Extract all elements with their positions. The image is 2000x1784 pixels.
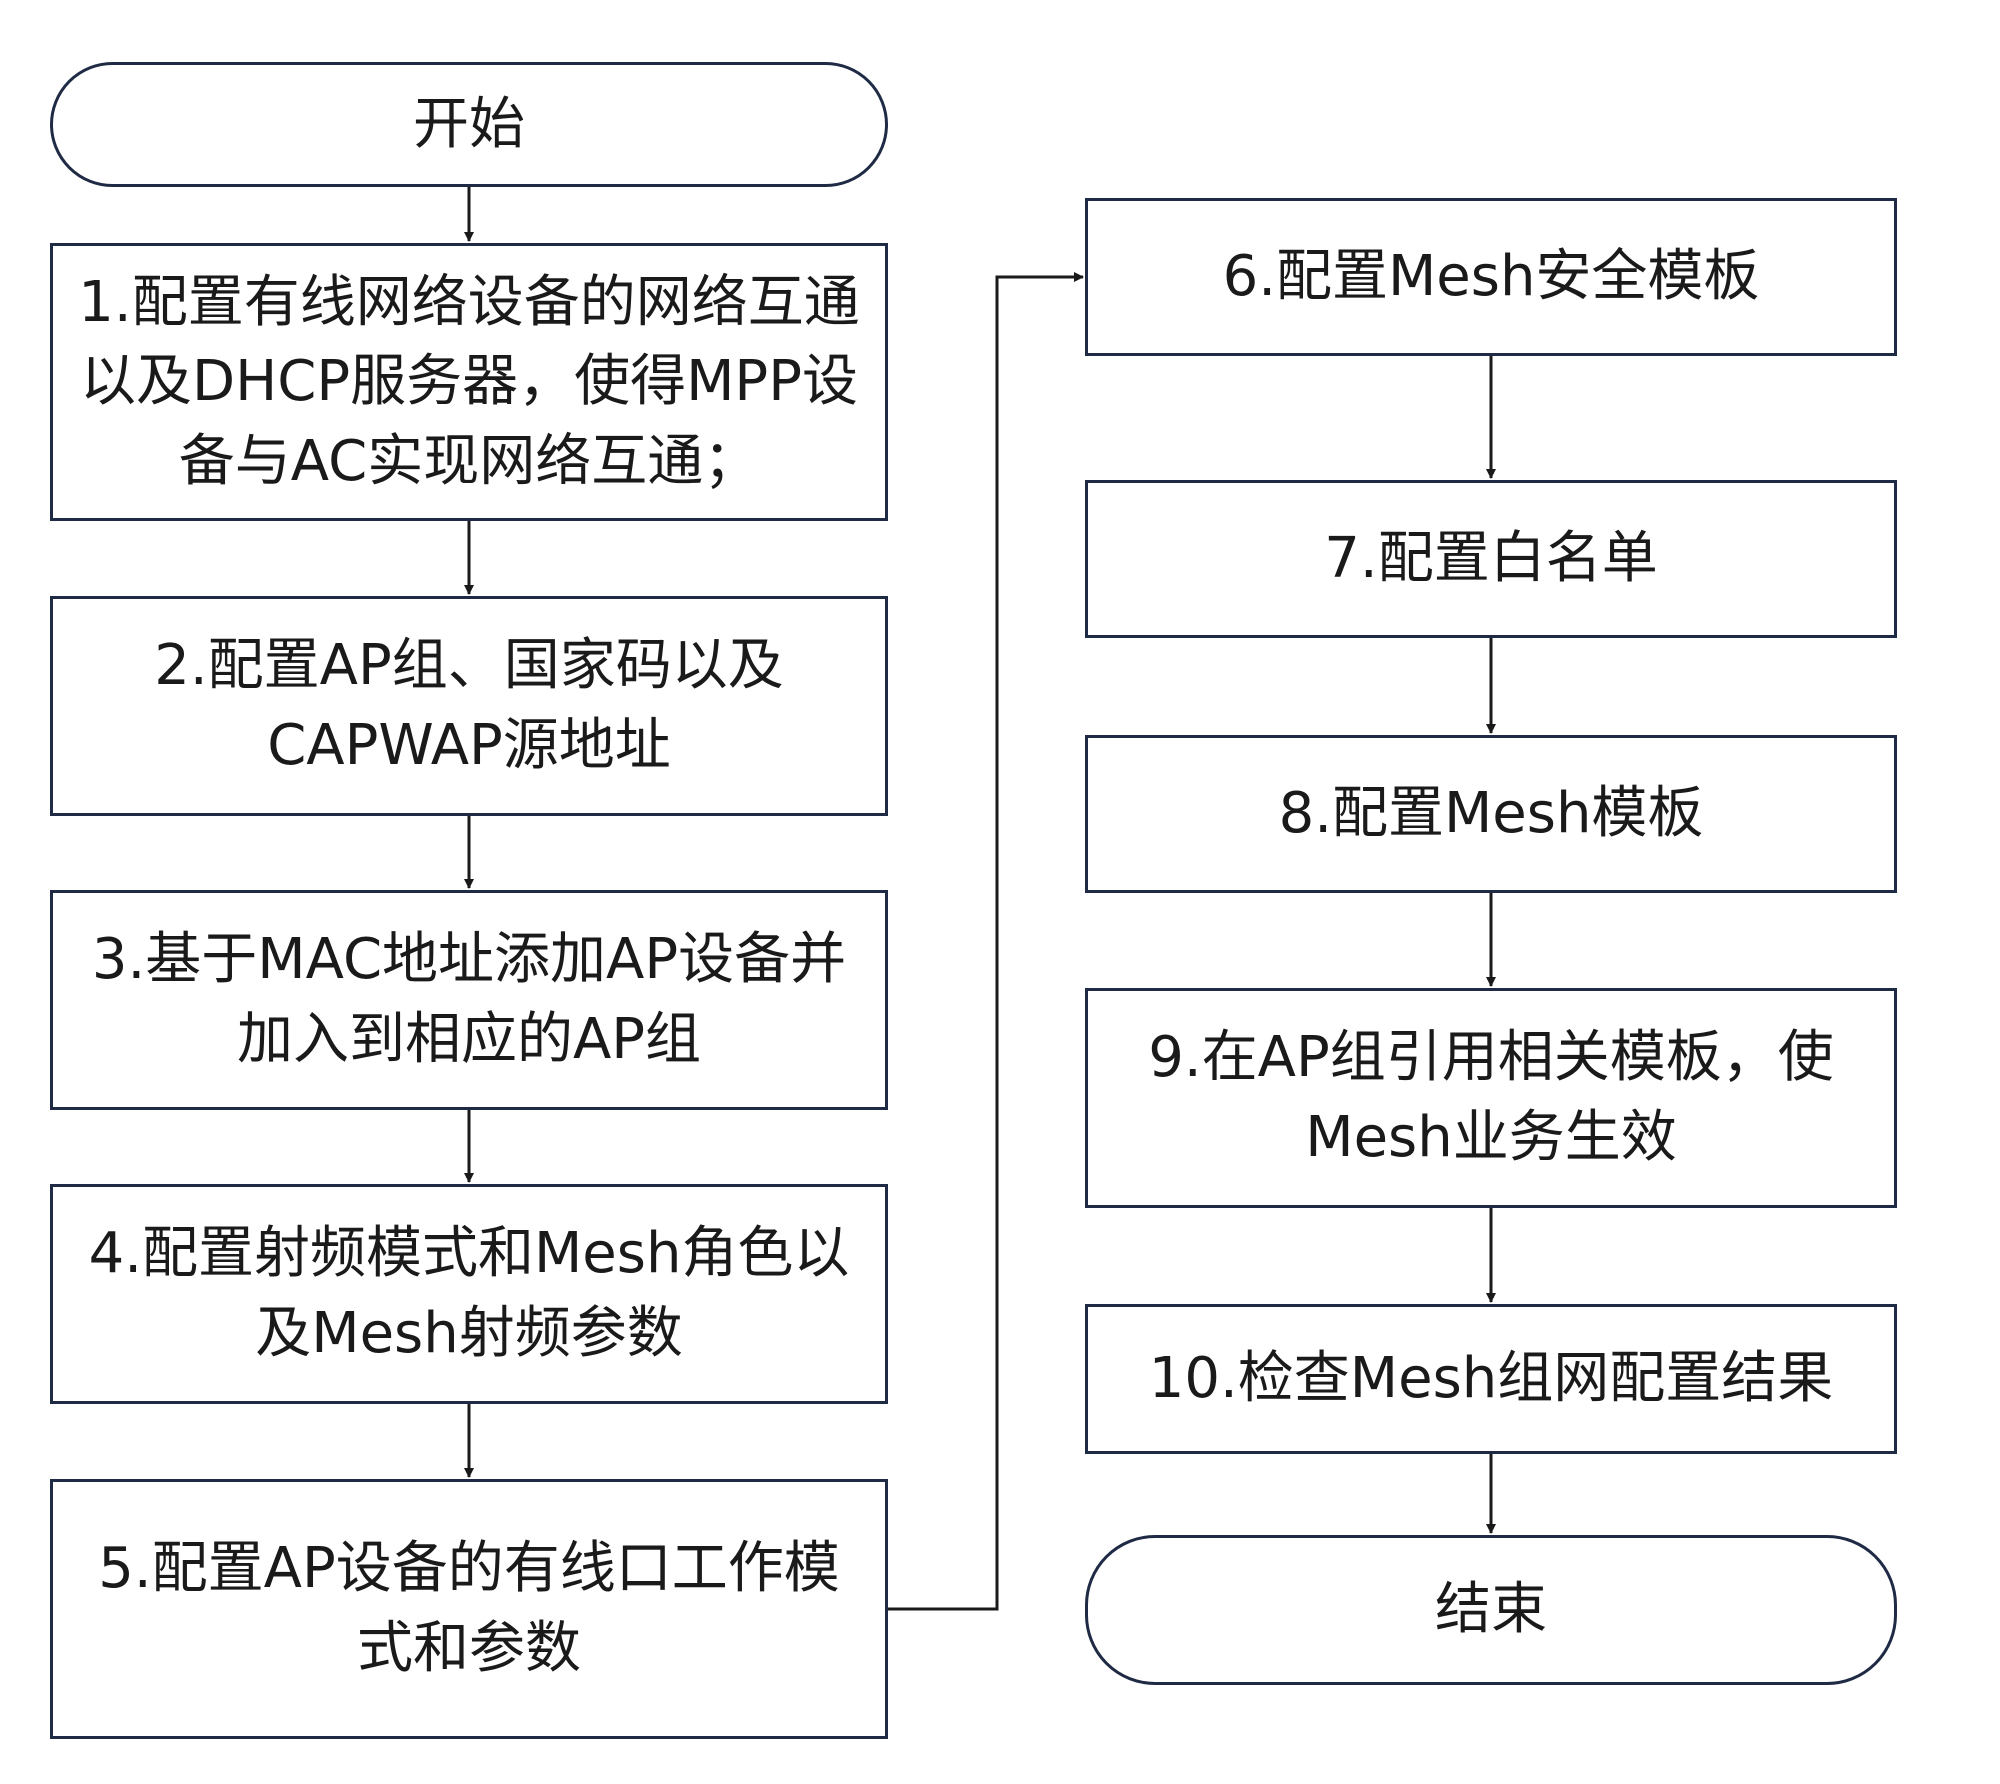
step-4-label: 4.配置射频模式和Mesh角色以及Mesh射频参数	[88, 1221, 850, 1366]
step-10-label: 10.检查Mesh组网配置结果	[1148, 1346, 1834, 1412]
step-8-label: 8.配置Mesh模板	[1278, 781, 1704, 847]
end-node: 结束	[1085, 1535, 1897, 1685]
step-7-box: 7.配置白名单	[1085, 480, 1897, 638]
step-10-box: 10.检查Mesh组网配置结果	[1085, 1304, 1897, 1454]
step-9-label: 9.在AP组引用相关模板，使Mesh业务生效	[1148, 1025, 1834, 1170]
step-3-label: 3.基于MAC地址添加AP设备并加入到相应的AP组	[91, 927, 847, 1072]
end-label: 结束	[1435, 1577, 1547, 1643]
step-2-box: 2.配置AP组、国家码以及CAPWAP源地址	[50, 596, 888, 816]
step-4-box: 4.配置射频模式和Mesh角色以及Mesh射频参数	[50, 1184, 888, 1404]
step-6-label: 6.配置Mesh安全模板	[1222, 244, 1760, 310]
step-1-label: 1.配置有线网络设备的网络互通以及DHCP服务器，使得MPP设备与AC实现网络互…	[78, 269, 860, 494]
start-node: 开始	[50, 62, 888, 187]
step-5-label: 5.配置AP设备的有线口工作模式和参数	[98, 1536, 840, 1681]
step-7-label: 7.配置白名单	[1324, 526, 1658, 592]
step-9-box: 9.在AP组引用相关模板，使Mesh业务生效	[1085, 988, 1897, 1208]
step-3-box: 3.基于MAC地址添加AP设备并加入到相应的AP组	[50, 890, 888, 1110]
step-6-box: 6.配置Mesh安全模板	[1085, 198, 1897, 356]
arrow-step5-to-step6	[888, 272, 1084, 1611]
step-1-box: 1.配置有线网络设备的网络互通以及DHCP服务器，使得MPP设备与AC实现网络互…	[50, 243, 888, 521]
step-2-label: 2.配置AP组、国家码以及CAPWAP源地址	[154, 633, 784, 778]
step-8-box: 8.配置Mesh模板	[1085, 735, 1897, 893]
step-5-box: 5.配置AP设备的有线口工作模式和参数	[50, 1479, 888, 1739]
start-label: 开始	[413, 91, 525, 157]
